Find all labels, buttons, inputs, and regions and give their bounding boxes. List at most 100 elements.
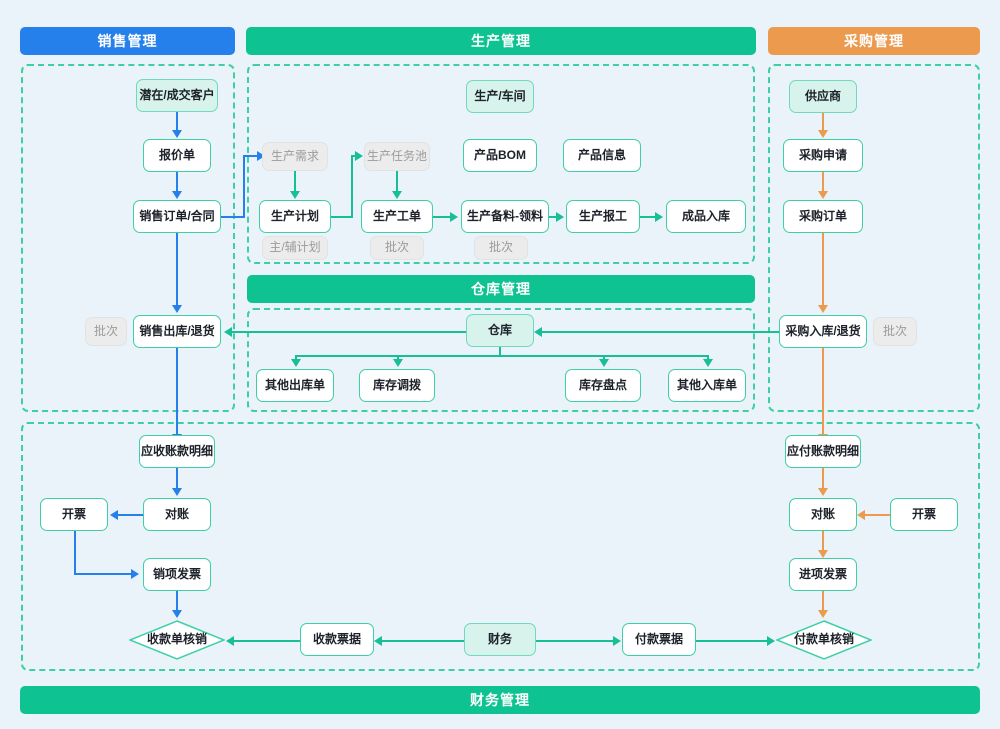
arrow-issue-to-output-invoice <box>131 569 139 579</box>
arrow-voucher-to-writeoff <box>226 636 234 646</box>
arrow-output-invoice-to-writeoff <box>172 610 182 618</box>
node-ar-reconciliation[interactable]: 对账 <box>143 498 211 531</box>
arrow-stock-to-sales-out <box>224 327 232 337</box>
arrow-plan-to-pool <box>355 151 363 161</box>
line-stock-branch-bus <box>295 355 707 357</box>
line-issue-to-output-invoice <box>74 573 132 575</box>
node-product-info[interactable]: 产品信息 <box>563 139 641 172</box>
line-branch-stocktake <box>603 355 605 360</box>
node-finance-center[interactable]: 财务 <box>464 623 536 656</box>
container-finance <box>21 422 980 671</box>
node-payment-writeoff-label: 付款单核销 <box>793 632 854 647</box>
arrow-customer-to-quotation <box>172 130 182 138</box>
node-task-pool[interactable]: 生产任务池 <box>364 142 430 171</box>
line-pool-to-workorder <box>396 171 398 192</box>
section-header-production: 生产管理 <box>246 27 756 55</box>
line-picking-to-report <box>549 216 557 218</box>
node-inventory-stocktake[interactable]: 库存盘点 <box>565 369 641 402</box>
arrow-supplier-to-requisition <box>818 130 828 138</box>
node-input-invoice[interactable]: 进项发票 <box>789 558 857 591</box>
line-branch-other-out <box>295 355 297 360</box>
arrow-order-to-demand <box>257 151 265 161</box>
node-sales-order[interactable]: 销售订单/合同 <box>133 200 221 233</box>
arrow-pool-to-workorder <box>392 191 402 199</box>
arrow-ar-to-recon <box>172 488 182 496</box>
line-finance-to-receipt-voucher <box>382 640 464 642</box>
arrow-branch-other-out <box>291 359 301 367</box>
container-warehouse <box>247 308 755 412</box>
line-customer-to-quotation <box>176 112 178 131</box>
node-payment-writeoff[interactable]: 付款单核销 <box>776 620 872 660</box>
node-finished-goods-in[interactable]: 成品入库 <box>666 200 746 233</box>
node-production-plan[interactable]: 生产计划 <box>259 200 331 233</box>
node-inventory-transfer[interactable]: 库存调拨 <box>359 369 435 402</box>
arrow-demand-to-plan <box>290 191 300 199</box>
line-report-to-finished <box>640 216 656 218</box>
node-other-outbound[interactable]: 其他出库单 <box>256 369 334 402</box>
tag-purchase-batch: 批次 <box>873 317 917 346</box>
section-header-finance: 财务管理 <box>20 686 980 714</box>
line-recon-to-issue <box>118 514 143 516</box>
arrow-payment-voucher-to-writeoff <box>767 636 775 646</box>
node-product-bom[interactable]: 产品BOM <box>463 139 537 172</box>
line-purchase-in-to-stock <box>542 331 779 333</box>
container-sales <box>21 64 235 412</box>
node-receipt-voucher[interactable]: 收款票据 <box>300 623 374 656</box>
arrow-quotation-to-order <box>172 191 182 199</box>
line-issue-down <box>74 531 76 574</box>
line-payment-voucher-to-writeoff <box>696 640 768 642</box>
node-payment-voucher[interactable]: 付款票据 <box>622 623 696 656</box>
node-ap-detail[interactable]: 应付账款明细 <box>785 435 861 468</box>
node-sales-outbound[interactable]: 销售出库/退货 <box>133 315 221 348</box>
diamond-shape-icon <box>776 620 872 660</box>
line-order-to-demand-h1 <box>221 216 245 218</box>
node-other-inbound[interactable]: 其他入库单 <box>668 369 746 402</box>
node-output-invoice[interactable]: 销项发票 <box>143 558 211 591</box>
node-production-report[interactable]: 生产报工 <box>566 200 640 233</box>
node-supplier[interactable]: 供应商 <box>789 80 857 113</box>
tag-picking-batch: 批次 <box>474 236 528 260</box>
node-production-workshop[interactable]: 生产/车间 <box>466 80 534 113</box>
arrow-finance-to-payment-voucher <box>613 636 621 646</box>
line-plan-to-pool-h1 <box>331 216 353 218</box>
line-outbound-to-ar <box>176 348 178 435</box>
node-ap-reconciliation[interactable]: 对账 <box>789 498 857 531</box>
node-potential-customer[interactable]: 潜在/成交客户 <box>136 79 218 112</box>
section-header-purchase: 采购管理 <box>768 27 980 55</box>
line-input-invoice-to-writeoff <box>822 591 824 611</box>
tag-work-order-batch: 批次 <box>370 236 424 260</box>
arrow-ap-issue-to-recon <box>857 510 865 520</box>
tag-plan-type: 主/辅计划 <box>262 236 328 260</box>
arrow-branch-other-in <box>703 359 713 367</box>
node-production-picking[interactable]: 生产备料-领料 <box>461 200 549 233</box>
section-header-warehouse: 仓库管理 <box>247 275 755 303</box>
line-order-to-demand-h2 <box>243 155 259 157</box>
node-warehouse-stock[interactable]: 仓库 <box>466 314 534 347</box>
node-ar-detail[interactable]: 应收账款明细 <box>139 435 215 468</box>
node-ar-invoice-issue[interactable]: 开票 <box>40 498 108 531</box>
arrow-finance-to-receipt-voucher <box>374 636 382 646</box>
node-receipt-writeoff[interactable]: 收款单核销 <box>129 620 225 660</box>
arrow-requisition-to-order <box>818 191 828 199</box>
line-order-to-inbound <box>822 233 824 306</box>
arrow-order-to-inbound <box>818 305 828 313</box>
node-quotation[interactable]: 报价单 <box>143 139 211 172</box>
line-plan-to-pool-h2 <box>351 155 356 157</box>
node-work-order[interactable]: 生产工单 <box>361 200 433 233</box>
line-stock-trunk <box>499 347 501 357</box>
node-purchase-inbound[interactable]: 采购入库/退货 <box>779 315 867 348</box>
node-production-demand[interactable]: 生产需求 <box>262 142 328 171</box>
arrow-workorder-to-picking <box>450 212 458 222</box>
container-purchase <box>768 64 980 412</box>
diamond-shape-icon <box>129 620 225 660</box>
line-stock-to-sales-out <box>232 331 466 333</box>
node-receipt-writeoff-label: 收款单核销 <box>146 632 207 647</box>
node-purchase-order[interactable]: 采购订单 <box>783 200 863 233</box>
line-order-to-demand-v <box>243 155 245 218</box>
line-workorder-to-picking <box>433 216 451 218</box>
line-recon-to-input-invoice <box>822 531 824 551</box>
node-ap-invoice-issue[interactable]: 开票 <box>890 498 958 531</box>
node-purchase-requisition[interactable]: 采购申请 <box>783 139 863 172</box>
line-ap-to-recon <box>822 468 824 489</box>
line-branch-transfer <box>397 355 399 360</box>
